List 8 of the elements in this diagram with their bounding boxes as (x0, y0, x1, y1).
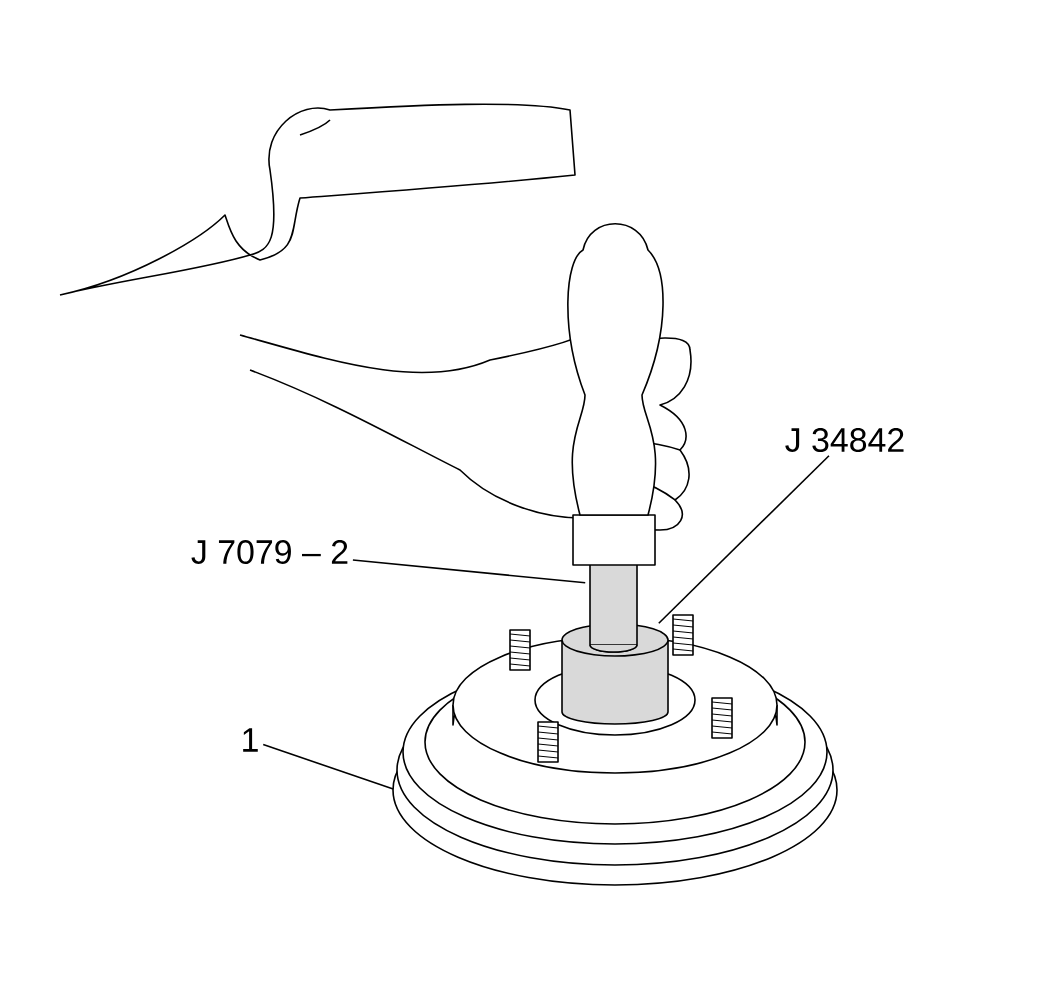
leader-line (262, 743, 394, 790)
installer-sleeve (561, 624, 669, 725)
callout-label: J 34842 (785, 428, 904, 452)
leader-line (658, 455, 830, 625)
callout-label: 1 (243, 728, 258, 752)
handle-drawing (567, 222, 664, 653)
callout-label: J 7079 – 2 (191, 540, 348, 564)
leader-line (352, 559, 586, 584)
